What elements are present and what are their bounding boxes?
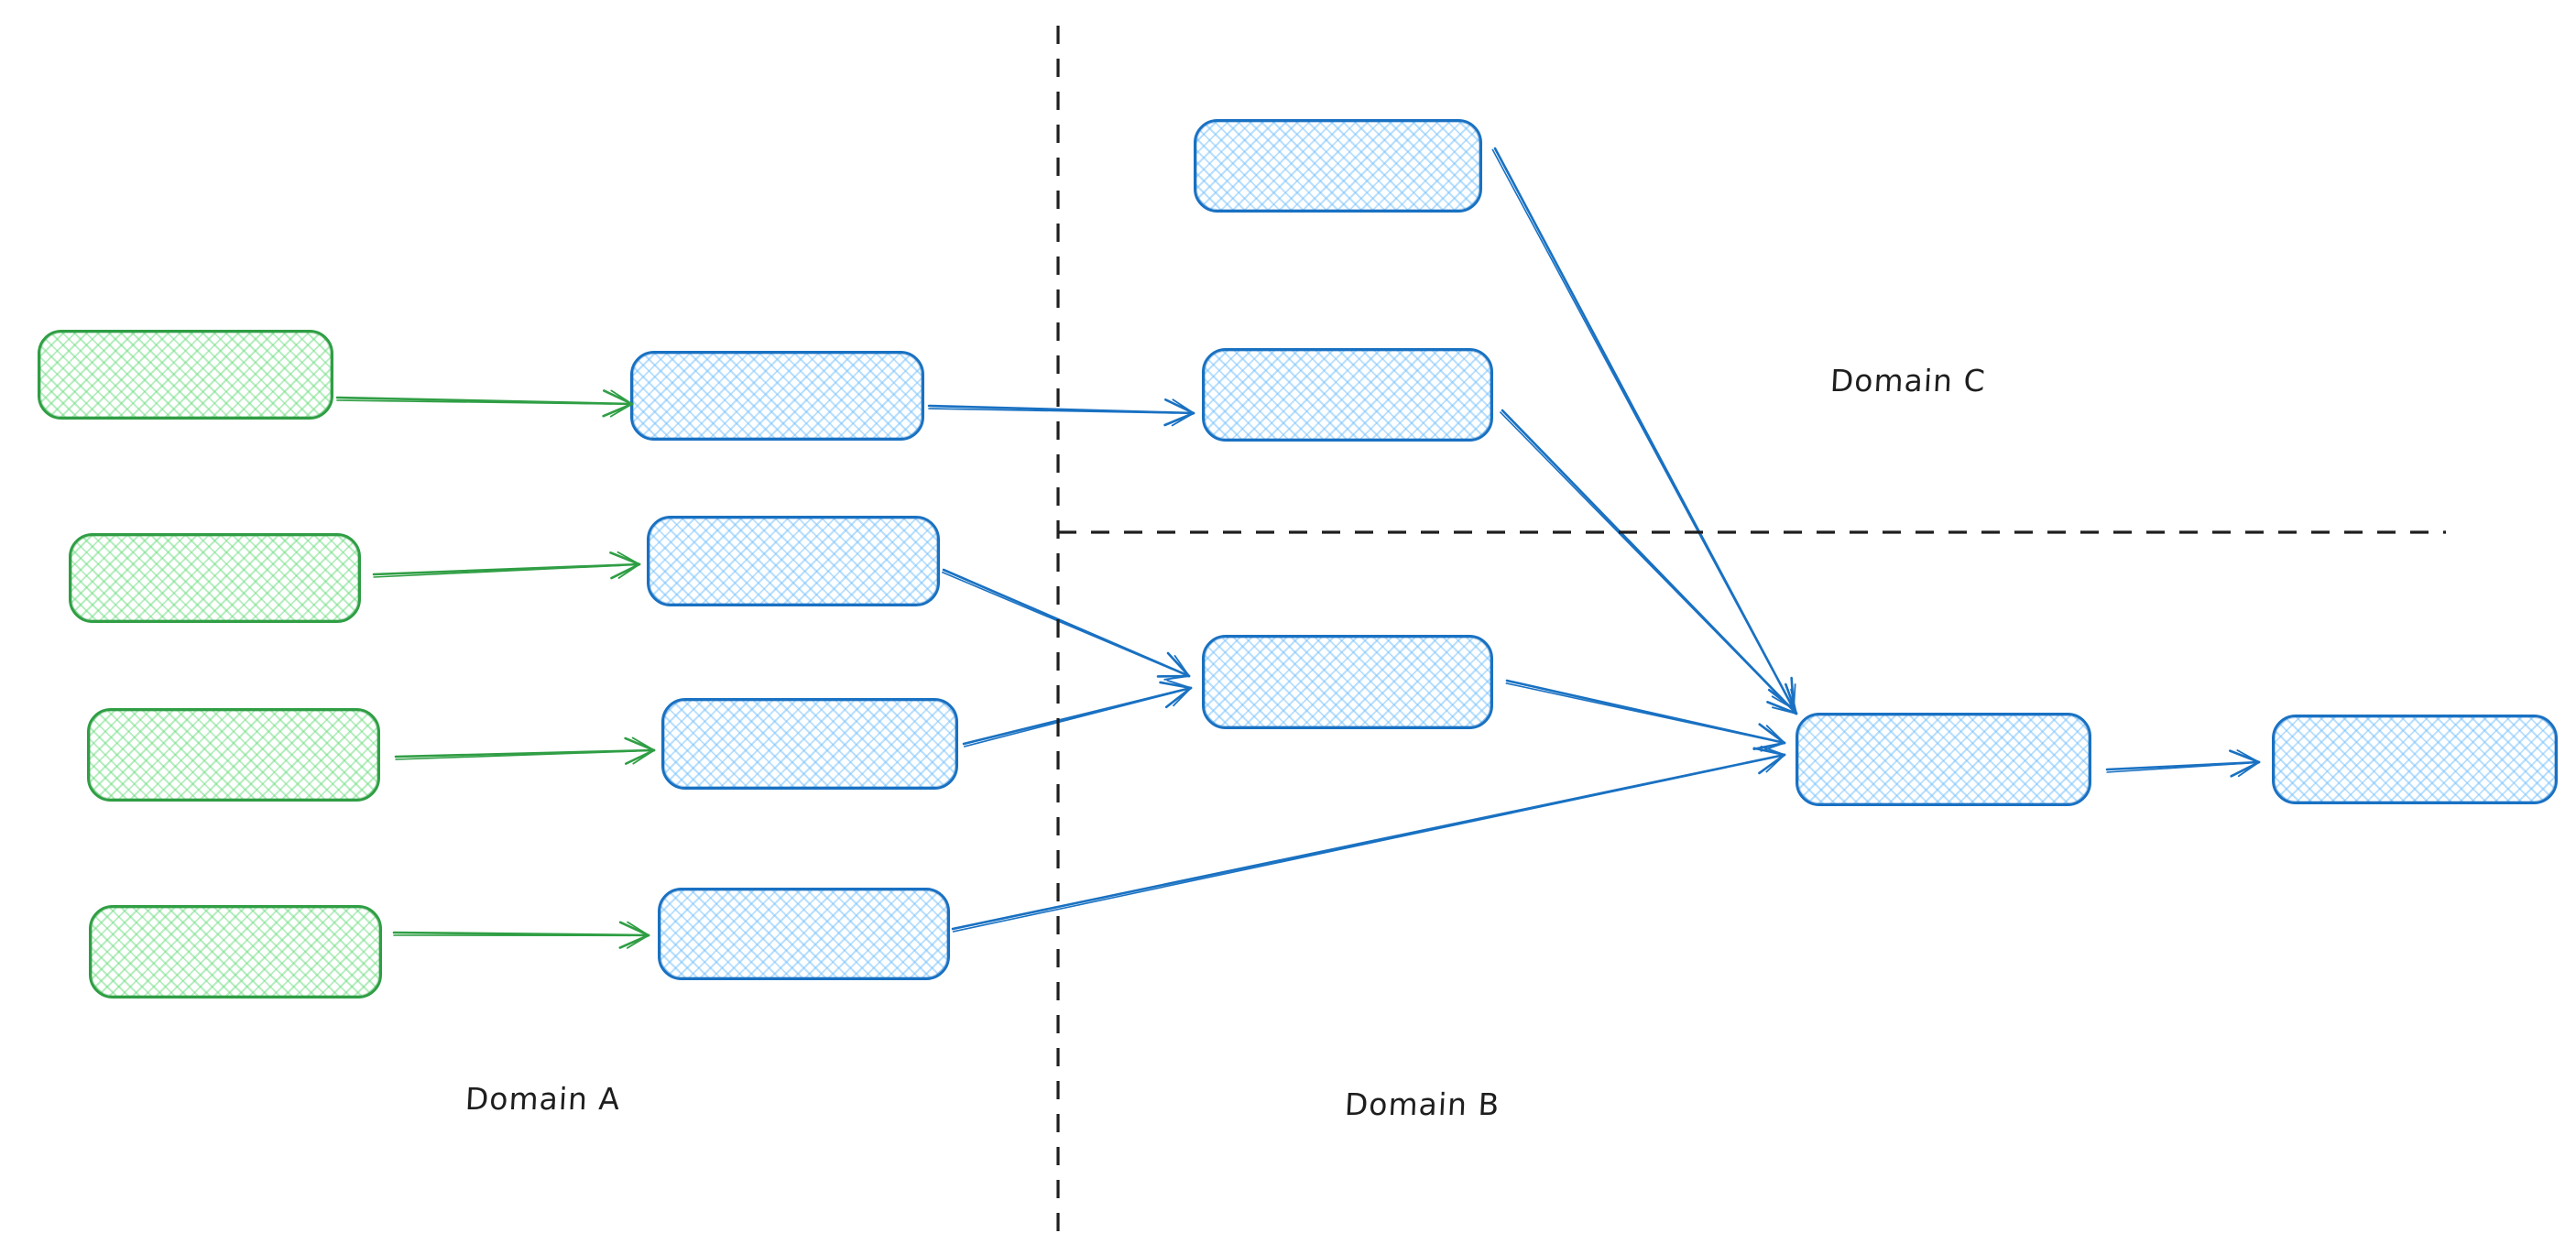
arrow-a4-b4[interactable] [392, 921, 650, 949]
arrow-d1-d2[interactable] [2105, 749, 2261, 778]
label-domain-b[interactable]: Domain B [1343, 1086, 1501, 1122]
arrow-b1-c2[interactable] [927, 398, 1195, 427]
node-a3[interactable] [87, 708, 380, 802]
node-d2[interactable] [2272, 715, 2558, 804]
arrow-b2-c3[interactable] [942, 568, 1191, 681]
arrow-a3-b3[interactable] [394, 737, 656, 765]
arrow-c2-d1[interactable] [1500, 409, 1798, 715]
label-domain-a[interactable]: Domain A [464, 1081, 622, 1117]
label-domain-c[interactable]: Domain C [1828, 363, 1987, 398]
arrow-a2-b2[interactable] [372, 551, 641, 580]
node-a1[interactable] [38, 330, 333, 420]
node-b2[interactable] [647, 516, 940, 606]
arrow-c1-d1[interactable] [1491, 147, 1796, 711]
arrow-b4-d1[interactable] [951, 746, 1786, 933]
node-b1[interactable] [630, 351, 924, 441]
arrow-c3-d1[interactable] [1505, 679, 1786, 752]
node-b3[interactable] [661, 698, 958, 790]
node-c1[interactable] [1194, 119, 1482, 213]
arrow-a1-b1[interactable] [335, 389, 634, 418]
node-d1[interactable] [1796, 713, 2091, 806]
node-b4[interactable] [658, 888, 950, 980]
arrow-b3-c3[interactable] [962, 679, 1193, 748]
node-c3[interactable] [1202, 635, 1493, 729]
node-a4[interactable] [89, 905, 382, 999]
node-c2[interactable] [1202, 348, 1493, 442]
node-a2[interactable] [69, 533, 361, 623]
